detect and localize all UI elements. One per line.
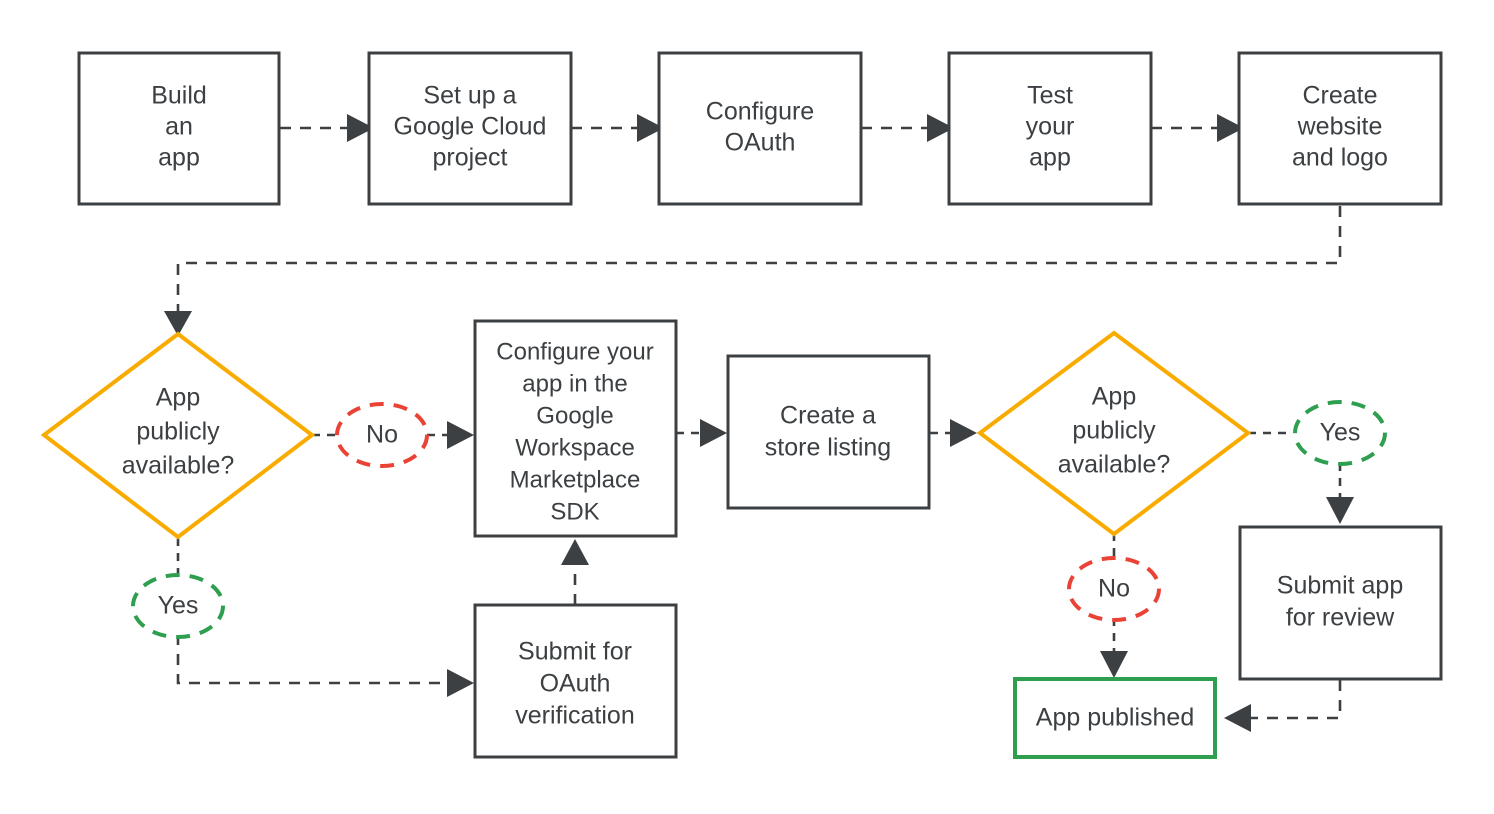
node-decision-right-line1: App — [1092, 383, 1136, 411]
node-decision-right-line2: publicly — [1072, 417, 1156, 445]
node-decision-left-line3: available? — [122, 452, 235, 480]
node-gcp-line3: project — [432, 144, 507, 172]
node-store-listing-line1: Create a — [780, 402, 876, 430]
node-test-line2: your — [1026, 113, 1075, 141]
edge-submit-review-to-published — [1224, 680, 1342, 732]
edge-oauth-verification-to-sdk — [561, 539, 589, 605]
node-submit-app-for-review[interactable]: Submit app for review — [1238, 525, 1443, 681]
node-decision-right-line3: available? — [1058, 451, 1171, 479]
node-setup-google-cloud-project[interactable]: Set up a Google Cloud project — [367, 51, 573, 206]
node-sdk-line1: Configure your — [496, 338, 653, 365]
edge-label-right-no: No — [1067, 556, 1161, 622]
edge-gcp-to-oauth — [571, 114, 664, 142]
edge-oauth-to-test — [861, 114, 954, 142]
node-decision-left-line1: App — [156, 384, 200, 412]
node-oauth-verification-line2: OAuth — [540, 670, 611, 698]
node-build-an-app[interactable]: Build an app — [77, 51, 281, 206]
node-build-an-app-line3: app — [158, 144, 200, 172]
edge-test-to-website — [1151, 114, 1244, 142]
node-sdk-line2: app in the — [522, 370, 627, 397]
node-sdk-line6: SDK — [550, 498, 599, 525]
node-oauth-verification-line1: Submit for — [518, 638, 632, 666]
node-test-your-app[interactable]: Test your app — [947, 51, 1153, 206]
edge-label-right-yes: Yes — [1293, 400, 1387, 466]
edge-label-left-no-text: No — [366, 421, 398, 449]
edge-label-right-no-text: No — [1098, 575, 1130, 603]
node-configure-app-marketplace-sdk[interactable]: Configure your app in the Google Workspa… — [473, 319, 678, 538]
node-create-store-listing[interactable]: Create a store listing — [726, 354, 931, 510]
node-gcp-line1: Set up a — [423, 82, 516, 110]
node-oauth-verification-line3: verification — [515, 702, 635, 730]
edge-decision-right-yes — [1248, 431, 1354, 524]
node-store-listing-line2: store listing — [765, 434, 891, 462]
node-sdk-line4: Workspace — [515, 434, 635, 461]
edge-label-right-yes-text: Yes — [1320, 419, 1361, 447]
node-submit-oauth-verification[interactable]: Submit for OAuth verification — [473, 603, 678, 759]
node-app-published-label: App published — [1036, 704, 1194, 732]
node-decision-app-publicly-available-right[interactable]: App publicly available? — [976, 330, 1252, 537]
edge-decision-right-no — [1100, 533, 1128, 678]
edge-build-to-gcp — [280, 114, 374, 142]
edge-decision-left-no — [312, 421, 474, 449]
node-build-an-app-line1: Build — [151, 82, 207, 110]
node-sdk-line5: Marketplace — [510, 466, 641, 493]
node-submit-review-line1: Submit app — [1277, 572, 1403, 600]
node-gcp-line2: Google Cloud — [394, 113, 547, 141]
node-website-line2: website — [1297, 113, 1383, 141]
edge-label-left-no: No — [335, 402, 429, 468]
node-test-line1: Test — [1027, 82, 1073, 110]
edge-store-listing-to-decision-right — [930, 419, 977, 447]
node-configure-oauth[interactable]: Configure OAuth — [657, 51, 863, 206]
node-sdk-line3: Google — [536, 402, 613, 429]
edge-label-left-yes: Yes — [131, 573, 225, 639]
edge-sdk-to-store-listing — [676, 419, 727, 447]
edge-decision-left-yes — [176, 538, 474, 697]
node-configure-oauth-line2: OAuth — [725, 129, 796, 157]
edge-label-left-yes-text: Yes — [158, 592, 199, 620]
node-submit-review-line2: for review — [1286, 604, 1395, 632]
node-decision-left-line2: publicly — [136, 418, 220, 446]
node-website-line3: and logo — [1292, 144, 1388, 172]
node-build-an-app-line2: an — [165, 113, 193, 141]
edge-website-to-decision-left — [164, 206, 1342, 336]
node-configure-oauth-line1: Configure — [706, 98, 814, 126]
node-app-published[interactable]: App published — [1013, 677, 1217, 759]
node-website-line1: Create — [1302, 82, 1377, 110]
node-create-website-and-logo[interactable]: Create website and logo — [1237, 51, 1443, 206]
node-decision-app-publicly-available-left[interactable]: App publicly available? — [40, 331, 316, 540]
node-test-line3: app — [1029, 144, 1071, 172]
